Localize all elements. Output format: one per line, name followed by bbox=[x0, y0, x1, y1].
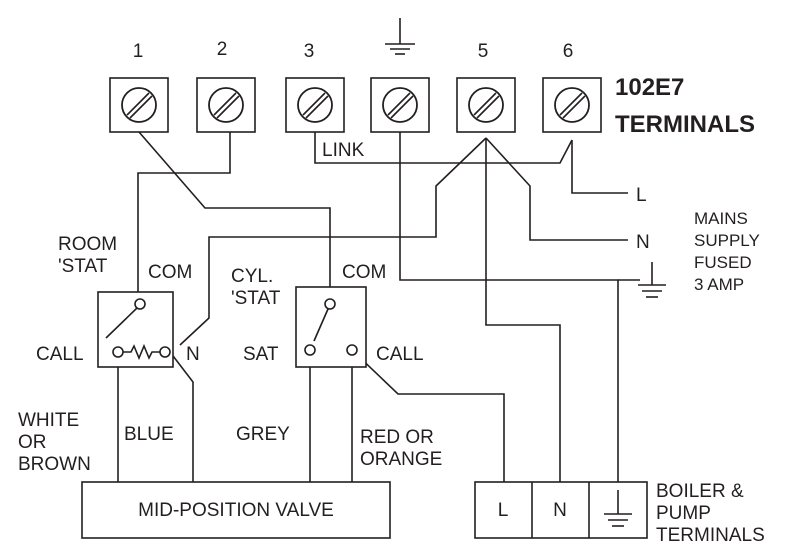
wire-1-to-cylstat-com bbox=[138, 131, 331, 300]
terminal-number-6: 6 bbox=[563, 41, 574, 62]
boiler-text-line1: BOILER & bbox=[656, 481, 744, 502]
terminal-block-1 bbox=[109, 77, 169, 133]
wire-5-to-N bbox=[485, 137, 628, 241]
red-orange-label-line1: RED OR bbox=[360, 427, 434, 448]
wire-6-to-L bbox=[571, 140, 628, 194]
boiler-terminals: L N BOILER & PUMP TERMINALS bbox=[474, 481, 765, 546]
mains-earth-icon bbox=[638, 262, 666, 298]
mains-l-label: L bbox=[636, 185, 647, 206]
boiler-n-label: N bbox=[553, 500, 567, 521]
terminal-number-1: 1 bbox=[133, 41, 144, 62]
wire-colour-labels: WHITE OR BROWN BLUE GREY RED OR ORANGE bbox=[18, 410, 442, 475]
roomstat-resistor-icon bbox=[123, 343, 160, 361]
roomstat-com-terminal bbox=[134, 298, 146, 310]
valve-box bbox=[81, 481, 391, 539]
terminals-title-line1: 102E7 bbox=[615, 74, 684, 101]
boiler-text-line3: TERMINALS bbox=[656, 525, 765, 546]
mid-position-valve: MID-POSITION VALVE bbox=[81, 481, 391, 539]
red-orange-label-line2: ORANGE bbox=[360, 449, 442, 470]
link-label: LINK bbox=[322, 140, 365, 161]
cylstat-com-terminal bbox=[324, 298, 336, 310]
cylstat-sat-label: SAT bbox=[243, 344, 279, 365]
cylstat-sat-terminal bbox=[304, 344, 316, 356]
wire-cylstat-to-boiler-l bbox=[351, 349, 505, 482]
terminal-block-5 bbox=[456, 77, 516, 133]
wire-2-to-roomstat-com bbox=[137, 132, 231, 300]
roomstat-call-label: CALL bbox=[36, 344, 84, 365]
mains-supply: L N MAINS SUPPLY FUSED 3 AMP bbox=[636, 185, 760, 294]
mains-text-line2: SUPPLY bbox=[694, 231, 760, 250]
roomstat-call-terminal bbox=[112, 346, 124, 358]
room-thermostat: ROOM 'STAT COM CALL N bbox=[36, 234, 200, 368]
roomstat-n-label: N bbox=[186, 344, 200, 365]
cylinder-thermostat: CYL. 'STAT COM SAT CALL bbox=[231, 262, 424, 368]
wire-5-to-roomstat-n bbox=[179, 137, 487, 346]
roomstat-title-line2: 'STAT bbox=[58, 256, 108, 277]
roomstat-switch-arm bbox=[105, 307, 138, 339]
white-brown-label-line2: OR bbox=[18, 432, 47, 453]
roomstat-title-line1: ROOM bbox=[58, 234, 117, 255]
mains-text-line1: MAINS bbox=[694, 209, 748, 228]
wire-blue bbox=[169, 351, 194, 482]
cylstat-com-label: COM bbox=[342, 262, 386, 283]
wiring bbox=[117, 131, 666, 482]
blue-label: BLUE bbox=[124, 424, 174, 445]
grey-label: GREY bbox=[236, 424, 290, 445]
roomstat-com-label: COM bbox=[148, 262, 192, 283]
cylstat-switch-arm bbox=[313, 308, 329, 342]
roomstat-n-terminal bbox=[159, 346, 171, 358]
terminal-number-2: 2 bbox=[217, 39, 228, 60]
terminal-number-5: 5 bbox=[478, 41, 489, 62]
valve-label: MID-POSITION VALVE bbox=[138, 500, 334, 521]
wire-5-to-boiler-n bbox=[485, 138, 561, 482]
white-brown-label-line3: BROWN bbox=[18, 454, 91, 475]
cylstat-title-line2: 'STAT bbox=[231, 288, 281, 309]
mains-text-line3: FUSED bbox=[694, 253, 752, 272]
boiler-earth-icon bbox=[604, 490, 632, 527]
terminal-block-2 bbox=[196, 77, 256, 133]
boiler-text-line2: PUMP bbox=[656, 503, 711, 524]
earth-symbol-icon bbox=[385, 18, 415, 55]
mains-text-line4: 3 AMP bbox=[694, 275, 744, 294]
cylstat-call-label: CALL bbox=[376, 344, 424, 365]
terminals-title-line2: TERMINALS bbox=[615, 111, 755, 138]
mains-n-label: N bbox=[636, 232, 650, 253]
terminal-strip: 1 2 3 5 6 bbox=[109, 18, 755, 161]
terminal-number-3: 3 bbox=[304, 41, 315, 62]
cylstat-call-terminal bbox=[346, 344, 358, 356]
terminal-block-3 bbox=[285, 77, 345, 133]
terminal-block-earth bbox=[370, 77, 430, 133]
wire-earth-to-boiler bbox=[399, 132, 619, 482]
white-brown-label-line1: WHITE bbox=[18, 410, 79, 431]
link-wire bbox=[314, 132, 573, 164]
boiler-l-label: L bbox=[498, 500, 509, 521]
terminal-block-6 bbox=[542, 77, 602, 133]
cylstat-title-line1: CYL. bbox=[231, 266, 273, 287]
